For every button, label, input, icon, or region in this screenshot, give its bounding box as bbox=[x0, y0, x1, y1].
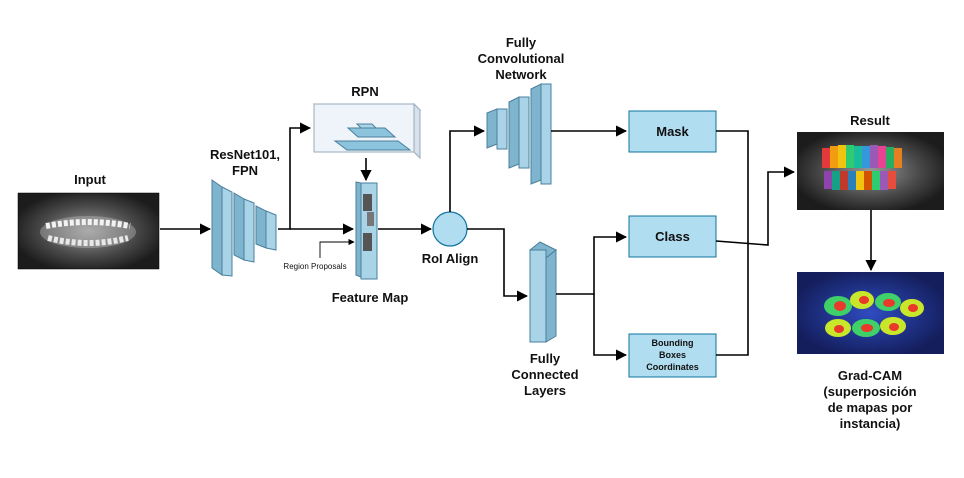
input-label: Input bbox=[74, 172, 106, 187]
backbone-blocks bbox=[211, 179, 277, 277]
roi-align-node bbox=[432, 211, 468, 247]
bbox-label-line2: Boxes bbox=[658, 350, 686, 360]
bbox-label-line1: Bounding bbox=[651, 338, 694, 348]
gradcam-label-line1: Grad-CAM bbox=[837, 368, 903, 383]
fcn-label-line2: Convolutional bbox=[477, 51, 565, 66]
mask-box bbox=[628, 110, 717, 153]
result-label: Result bbox=[850, 113, 890, 128]
backbone-label-line2: FPN bbox=[232, 163, 258, 178]
fcn-label-line3: Network bbox=[495, 67, 547, 82]
gradcam-label-line3: de mapas por bbox=[827, 400, 913, 415]
rpn-label: RPN bbox=[351, 84, 379, 99]
gradcam-image bbox=[797, 272, 944, 354]
region-proposals-label: Region Proposals bbox=[283, 262, 347, 271]
fc-label-line2: Connected bbox=[511, 367, 579, 382]
input-xray-image bbox=[17, 192, 160, 270]
region-proposals-pointer bbox=[319, 238, 355, 258]
fc-label-line1: Fully bbox=[529, 351, 561, 366]
roi-align-label: RoI Align bbox=[421, 251, 479, 266]
backbone-label-line1: ResNet101, bbox=[209, 147, 281, 162]
mask-label: Mask bbox=[656, 124, 689, 139]
gradcam-label-line2: (superposición bbox=[823, 384, 917, 399]
fc-block bbox=[529, 241, 557, 343]
connectors bbox=[160, 122, 877, 361]
fc-label-line3: Layers bbox=[524, 383, 566, 398]
rpn-box bbox=[312, 102, 422, 160]
class-label: Class bbox=[655, 229, 690, 244]
fcn-label-line1: Fully bbox=[505, 35, 537, 50]
bbox-label-line3: Coordinates bbox=[646, 362, 699, 372]
result-image bbox=[797, 132, 944, 210]
feature-map-label: Feature Map bbox=[331, 290, 409, 305]
gradcam-label-line4: instancia) bbox=[839, 416, 901, 431]
fcn-blocks bbox=[486, 83, 552, 185]
bbox-box bbox=[628, 333, 717, 378]
feature-map bbox=[355, 181, 378, 280]
class-box bbox=[628, 215, 717, 258]
